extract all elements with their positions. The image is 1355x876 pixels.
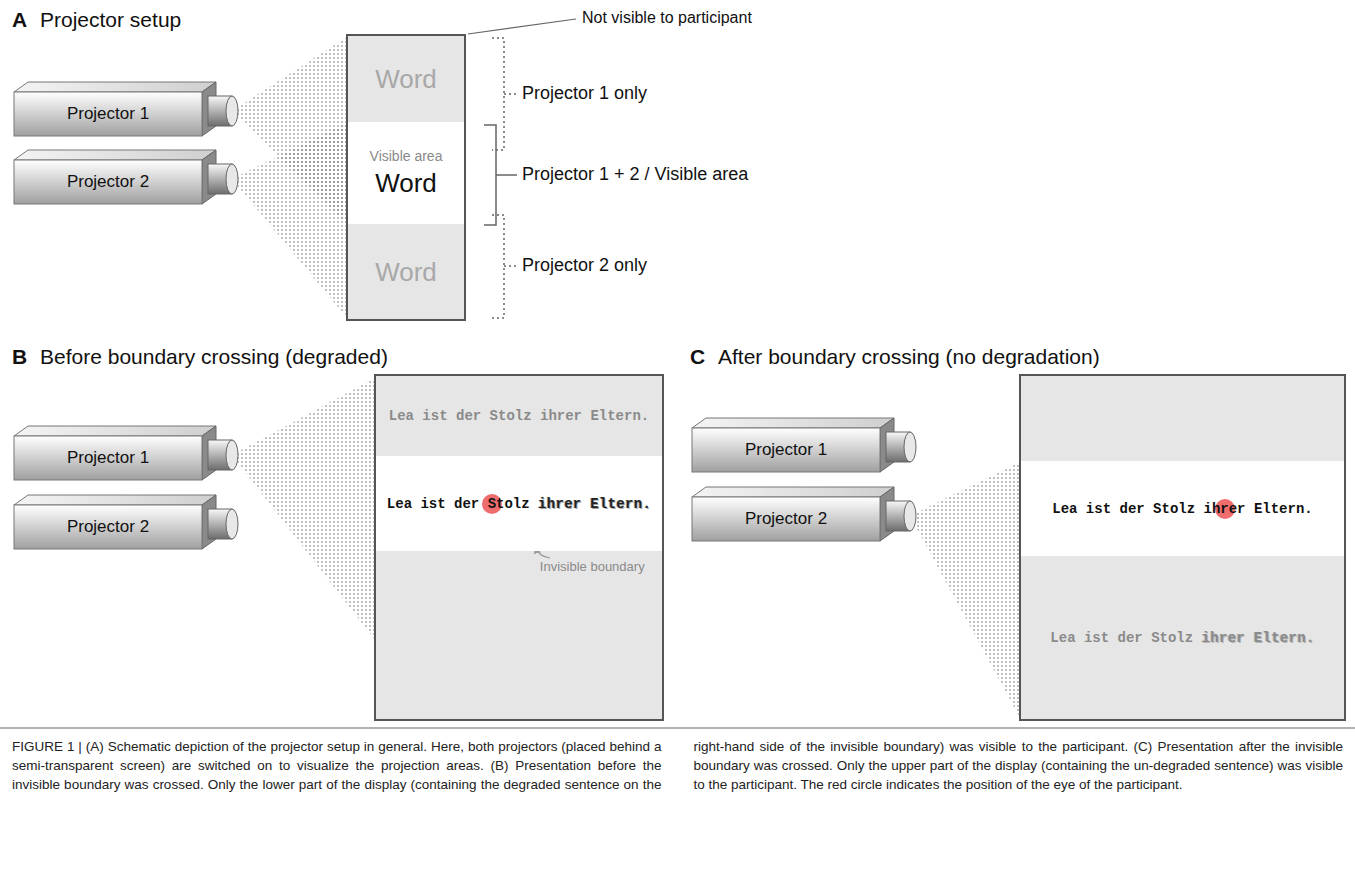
projector-label: Projector 2 xyxy=(67,172,149,192)
screen-text: Lea ist der Stolz ihrer Eltern. xyxy=(389,408,649,424)
projector-front xyxy=(14,436,202,480)
projector-box: Projector 2 xyxy=(14,160,202,204)
panel-title: Before boundary crossing (degraded) xyxy=(40,345,388,369)
panel-letter: A xyxy=(12,8,27,32)
screen-text: Word xyxy=(375,168,437,198)
bracket xyxy=(504,265,517,267)
projector-top xyxy=(692,487,894,497)
projector-symbol xyxy=(692,418,916,472)
projector-front xyxy=(14,160,202,204)
projector-front xyxy=(692,497,880,541)
bracket-label: Projector 2 only xyxy=(522,255,647,276)
projector-label: Projector 1 xyxy=(67,104,149,124)
projector-box: Projector 2 xyxy=(692,497,880,541)
panel-title: After boundary crossing (no degradation) xyxy=(718,345,1100,369)
screen-text: ihrer Eltern. xyxy=(538,496,651,512)
screen-text: Lea ist der Stolz ihrer Eltern. xyxy=(1052,501,1312,517)
projection-screen xyxy=(375,375,663,720)
bracket xyxy=(496,174,517,176)
projector-lens xyxy=(226,96,238,126)
projector-symbol xyxy=(14,150,238,204)
screen-band: Word xyxy=(348,224,464,319)
screen-text: Word xyxy=(375,257,437,287)
bracket-label: Projector 1 only xyxy=(522,83,647,104)
projector-lens xyxy=(226,509,238,539)
screen-band: Lea ist der Stolz ihrer Eltern. xyxy=(1021,556,1344,719)
figure-caption: FIGURE 1 | (A) Schematic depiction of th… xyxy=(12,738,1343,795)
screen-band xyxy=(1021,376,1344,461)
projection-beam xyxy=(232,123,347,318)
screen-text: Word xyxy=(375,64,437,94)
projector-symbol xyxy=(14,82,238,136)
projector-box: Projector 1 xyxy=(14,436,202,480)
projector-top xyxy=(14,82,216,92)
projector-symbol xyxy=(14,495,238,549)
projector-front xyxy=(14,505,202,549)
panel-title: Projector setup xyxy=(40,8,181,32)
area-label: Visible area xyxy=(370,148,443,164)
screen-band xyxy=(376,551,662,719)
screen-text: Lea ist der Stolz xyxy=(387,496,530,512)
visible-band: Lea ist der Stolz ihrer Eltern. xyxy=(376,456,662,551)
bracket xyxy=(504,93,517,95)
projector-lens xyxy=(226,164,238,194)
projector-lens xyxy=(226,440,238,470)
screen-text: Lea ist der Stolz xyxy=(1050,630,1193,646)
projector-front xyxy=(14,92,202,136)
projection-screen xyxy=(1020,375,1345,720)
visible-band: Visible areaWord xyxy=(348,122,464,224)
projector-box: Projector 1 xyxy=(14,92,202,136)
leader-line xyxy=(468,19,576,34)
bracket xyxy=(492,38,504,150)
screen-band: Word xyxy=(348,36,464,122)
projector-label: Projector 2 xyxy=(745,509,827,529)
bracket-label: Projector 1 + 2 / Visible area xyxy=(522,164,748,185)
caption-rule xyxy=(0,727,1355,729)
projection-beam xyxy=(232,378,375,640)
bracket xyxy=(484,125,496,225)
projector-symbol xyxy=(692,487,916,541)
projector-top xyxy=(14,150,216,160)
callout-label: Invisible boundary xyxy=(540,560,645,575)
projector-lens xyxy=(904,501,916,531)
visible-band: Lea ist der Stolz ihrer Eltern. xyxy=(1021,461,1344,556)
projector-label: Projector 2 xyxy=(67,517,149,537)
projector-box: Projector 2 xyxy=(14,505,202,549)
panel-letter: B xyxy=(12,345,27,369)
screen-band: Lea ist der Stolz ihrer Eltern. xyxy=(376,376,662,456)
panel-letter: C xyxy=(690,345,705,369)
projector-label: Projector 1 xyxy=(67,448,149,468)
screen-text: ihrer Eltern. xyxy=(1202,630,1315,646)
bracket xyxy=(492,215,504,318)
projector-front xyxy=(692,428,880,472)
projection-beam xyxy=(910,462,1020,718)
projector-symbol xyxy=(14,426,238,480)
projector-box: Projector 1 xyxy=(692,428,880,472)
projector-lens xyxy=(904,432,916,462)
projection-screen xyxy=(347,35,465,320)
projector-top xyxy=(14,426,216,436)
projector-top xyxy=(692,418,894,428)
projector-label: Projector 1 xyxy=(745,440,827,460)
projector-top xyxy=(14,495,216,505)
callout-label: Not visible to participant xyxy=(582,9,752,27)
